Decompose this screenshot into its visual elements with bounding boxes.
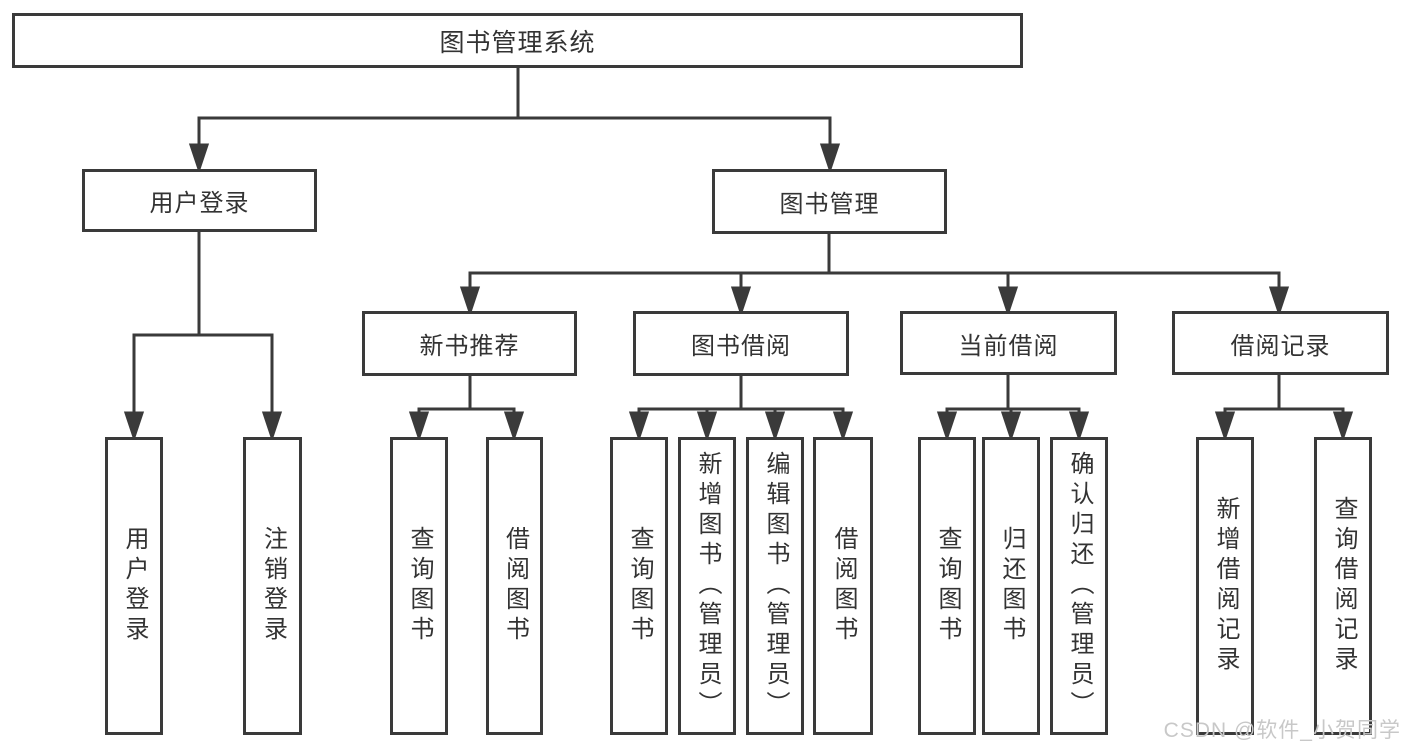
connector-newbooks-to-leaves bbox=[408, 374, 525, 442]
leaf-newbooks-borrow-books: 借阅图书 bbox=[486, 437, 543, 735]
leaf-user-login-label: 用户登录 bbox=[121, 526, 148, 646]
node-current-borrow-label: 当前借阅 bbox=[958, 332, 1059, 360]
leaf-current-query-books: 查询图书 bbox=[918, 437, 976, 735]
leaf-records-query-record: 查询借阅记录 bbox=[1314, 437, 1372, 735]
node-root-label: 图书管理系统 bbox=[439, 28, 596, 57]
node-user-login-label: 用户登录 bbox=[149, 190, 250, 217]
leaf-records-add-record: 新增借阅记录 bbox=[1196, 437, 1254, 735]
leaf-current-query-books-label: 查询图书 bbox=[934, 526, 961, 646]
node-book-borrow: 图书借阅 bbox=[633, 311, 849, 376]
leaf-borrow-add-books-admin-label: 新增图书（管理员） bbox=[694, 451, 721, 721]
leaf-current-return-books: 归还图书 bbox=[982, 437, 1040, 735]
csdn-watermark: CSDN @软件_小贺同学 bbox=[1163, 719, 1401, 742]
leaf-logout: 注销登录 bbox=[243, 437, 302, 735]
leaf-newbooks-query-books-label: 查询图书 bbox=[406, 526, 433, 646]
leaf-newbooks-query-books: 查询图书 bbox=[390, 437, 448, 735]
leaf-current-confirm-return-admin-label: 确认归还（管理员） bbox=[1066, 451, 1093, 721]
node-new-book-recommend-label: 新书推荐 bbox=[419, 333, 520, 360]
connector-mgmt-to-level3 bbox=[459, 232, 1290, 317]
leaf-borrow-query-books: 查询图书 bbox=[610, 437, 668, 735]
leaf-records-add-record-label: 新增借阅记录 bbox=[1212, 496, 1239, 676]
leaf-borrow-query-books-label: 查询图书 bbox=[626, 526, 653, 646]
connector-root-to-level2 bbox=[188, 66, 841, 174]
node-user-login: 用户登录 bbox=[82, 169, 317, 232]
leaf-newbooks-borrow-books-label: 借阅图书 bbox=[501, 526, 529, 646]
leaf-borrow-edit-books-admin-label: 编辑图书（管理员） bbox=[762, 451, 789, 721]
connector-bookborrow-to-leaves bbox=[628, 374, 854, 442]
leaf-user-login: 用户登录 bbox=[105, 437, 163, 735]
node-borrow-records-label: 借阅记录 bbox=[1230, 332, 1331, 360]
node-current-borrow: 当前借阅 bbox=[900, 311, 1117, 375]
node-borrow-records: 借阅记录 bbox=[1172, 311, 1389, 375]
connector-userlogin-to-leaves bbox=[123, 230, 283, 442]
connector-currentborrow-to-leaves bbox=[936, 373, 1090, 442]
leaf-records-query-record-label: 查询借阅记录 bbox=[1330, 496, 1357, 676]
node-book-management-label: 图书管理 bbox=[779, 191, 880, 218]
leaf-borrow-edit-books-admin: 编辑图书（管理员） bbox=[746, 437, 804, 735]
connector-borrowrecords-to-leaves bbox=[1214, 373, 1354, 442]
node-book-management: 图书管理 bbox=[712, 169, 947, 234]
node-root: 图书管理系统 bbox=[12, 13, 1023, 68]
node-book-borrow-label: 图书借阅 bbox=[691, 333, 791, 360]
leaf-current-return-books-label: 归还图书 bbox=[998, 526, 1025, 646]
leaf-logout-label: 注销登录 bbox=[259, 526, 287, 646]
leaf-borrow-borrow-books: 借阅图书 bbox=[813, 437, 873, 735]
leaf-current-confirm-return-admin: 确认归还（管理员） bbox=[1050, 437, 1108, 735]
leaf-borrow-add-books-admin: 新增图书（管理员） bbox=[678, 437, 736, 735]
leaf-borrow-borrow-books-label: 借阅图书 bbox=[830, 526, 857, 646]
node-new-book-recommend: 新书推荐 bbox=[362, 311, 577, 376]
